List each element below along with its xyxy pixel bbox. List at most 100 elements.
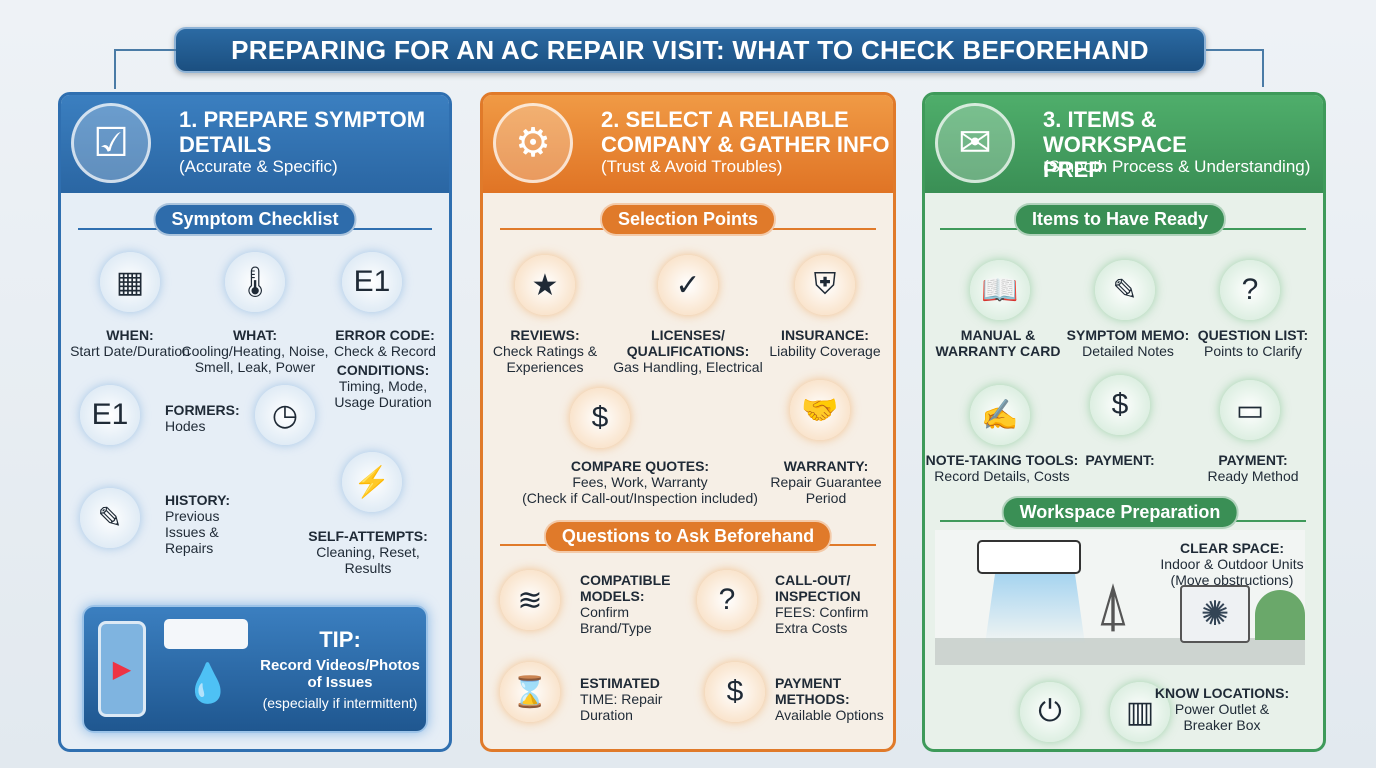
label-title: CLEAR SPACE:	[1180, 540, 1284, 556]
ac-unit-icon	[164, 619, 248, 649]
clock-day-night-icon: ◷	[255, 385, 315, 445]
tip-note: (especially if intermittent)	[262, 695, 418, 711]
section-symptom-checklist: Symptom Checklist	[153, 203, 357, 236]
hourglass-icon: ⌛	[500, 662, 560, 722]
label-text: Timing, Mode, Usage Duration	[334, 378, 432, 410]
label-text: Gas Handling, Electrical	[613, 359, 763, 375]
label-title: CALL-OUT/ INSPECTION	[775, 572, 861, 604]
label-text: Repair Guarantee Period	[770, 474, 882, 506]
thermometer-icon: 🌡	[225, 252, 285, 312]
remote-error-code-icon: E1	[342, 252, 402, 312]
label-title: PAYMENT METHODS:	[775, 675, 850, 707]
item-label: PAYMENT:	[1085, 452, 1154, 468]
tip-text: Record Videos/Photos of Issues	[260, 657, 420, 691]
item-label: FORMERS:Hodes	[165, 402, 240, 434]
label-title: QUESTION LIST:	[1197, 327, 1309, 343]
document-wrench-icon: ✎	[80, 488, 140, 548]
label-title: FORMERS:	[165, 402, 240, 418]
label-title: CONDITIONS:	[336, 362, 430, 378]
power-outlet-icon: ⏻	[1020, 682, 1080, 742]
chart-price-tags-icon: $	[570, 388, 630, 448]
item-label: MANUAL & WARRANTY CARD	[936, 327, 1061, 359]
item-label: KNOW LOCATIONS:Power Outlet & Breaker Bo…	[1155, 685, 1289, 733]
funnel-plug-icon: ⚡	[342, 452, 402, 512]
item-label: SELF-ATTEMPTS:Cleaning, Reset, Results	[308, 528, 428, 576]
remote-arrow-icon: E1	[80, 385, 140, 445]
coins-question-icon: ?	[697, 570, 757, 630]
question-list-icon: ?	[1220, 260, 1280, 320]
label-text: Confirm Brand/Type	[580, 604, 652, 636]
item-label: INSURANCE:Liability Coverage	[769, 327, 880, 359]
label-title: NOTE-TAKING TOOLS:	[925, 452, 1079, 468]
item-label: LICENSES/ QUALIFICATIONS:Gas Handling, E…	[613, 327, 762, 375]
label-title: MANUAL & WARRANTY CARD	[935, 327, 1061, 359]
item-label: PAYMENT:Ready Method	[1207, 452, 1298, 484]
label-text: Cooling/Heating, Noise, Smell, Leak, Pow…	[181, 343, 329, 375]
label-title: PAYMENT:	[1218, 452, 1288, 468]
clear-space-label: CLEAR SPACE:Indoor & Outdoor Units (Move…	[1160, 540, 1303, 588]
section-workspace: Workspace Preparation	[1001, 496, 1239, 529]
label-title: SELF-ATTEMPTS:	[308, 528, 428, 544]
label-title: WARRANTY:	[783, 458, 869, 474]
label-text: Points to Clarify	[1203, 343, 1303, 359]
shield-check-icon: ⛨	[795, 255, 855, 315]
notepad-pen-icon: ✍	[970, 385, 1030, 445]
item-label: SYMPTOM MEMO:Detailed Notes	[1067, 327, 1190, 359]
item-label: WARRANTY:Repair Guarantee Period	[770, 458, 881, 506]
wallet-icon: $	[705, 662, 765, 722]
label-title: PAYMENT:	[1085, 452, 1155, 468]
label-title: ERROR CODE:	[335, 327, 435, 343]
label-text: Available Options	[775, 707, 884, 723]
rating-bubbles-icon: ★	[515, 255, 575, 315]
label-text: TIME: Repair Duration	[580, 691, 663, 723]
bush	[1255, 590, 1305, 640]
tip-title: TIP:	[319, 627, 361, 652]
panel-subtitle: (Trust & Avoid Troubles)	[601, 157, 783, 176]
label-title: COMPATIBLE MODELS:	[580, 572, 671, 604]
label-text: Cleaning, Reset, Results	[316, 544, 420, 576]
panel-title: 3. ITEMS & WORKSPACE PREP	[1043, 107, 1187, 182]
toolbox-clipboard-icon: ✉	[935, 103, 1015, 183]
label-title: COMPARE QUOTES:	[570, 458, 710, 474]
label-title: ESTIMATED	[580, 675, 660, 691]
label-text: Fees, Work, Warranty (Check if Call-out/…	[522, 474, 758, 506]
label-text: Previous Issues & Repairs	[165, 508, 220, 556]
label-text: Ready Method	[1207, 468, 1299, 484]
credit-card-icon: ▭	[1220, 380, 1280, 440]
item-label: PAYMENT METHODS:Available Options	[775, 675, 884, 723]
label-text: Power Outlet & Breaker Box	[1174, 701, 1270, 733]
label-text: Detailed Notes	[1082, 343, 1174, 359]
clipboard-checklist-icon: ☑	[71, 103, 151, 183]
label-text: Record Details, Costs	[934, 468, 1070, 484]
connector-left	[114, 49, 176, 89]
calendar-clock-icon: ▦	[100, 252, 160, 312]
item-label: ERROR CODE:Check & Record	[334, 327, 436, 359]
label-title: HISTORY:	[165, 492, 231, 508]
phone-video-icon: ▶	[98, 621, 146, 717]
breaker-box-icon: ▥	[1110, 682, 1170, 742]
label-text: Start Date/Duration	[70, 343, 190, 359]
label-title: WHAT:	[232, 327, 278, 343]
item-label: COMPARE QUOTES:Fees, Work, Warranty (Che…	[522, 458, 758, 506]
panel-subtitle: (Smooth Process & Understanding)	[1043, 157, 1311, 176]
handshake-icon: 🤝	[790, 380, 850, 440]
label-title: SYMPTOM MEMO:	[1066, 327, 1190, 343]
label-title: INSURANCE:	[781, 327, 869, 343]
label-title: REVIEWS:	[510, 327, 580, 343]
label-text: Hodes	[165, 418, 206, 434]
item-label: WHEN:Start Date/Duration	[70, 327, 190, 359]
panel-title: 1. PREPARE SYMPTOM DETAILS	[179, 107, 426, 157]
label-text: Check & Record	[334, 343, 436, 359]
tip-box: ▶ 💧 TIP: Record Videos/Photos of Issues …	[82, 605, 428, 733]
item-label: WHAT:Cooling/Heating, Noise, Smell, Leak…	[181, 327, 328, 375]
label-title: LICENSES/ QUALIFICATIONS:	[626, 327, 750, 359]
panel-subtitle: (Accurate & Specific)	[179, 157, 338, 176]
item-label: HISTORY:Previous Issues & Repairs	[165, 492, 230, 556]
section-items-ready: Items to Have Ready	[1013, 203, 1227, 236]
label-text: Check Ratings & Experiences	[492, 343, 598, 375]
cash-icon: $	[1090, 375, 1150, 435]
label-title: WHEN:	[106, 327, 154, 343]
item-label: NOTE-TAKING TOOLS:Record Details, Costs	[926, 452, 1079, 484]
